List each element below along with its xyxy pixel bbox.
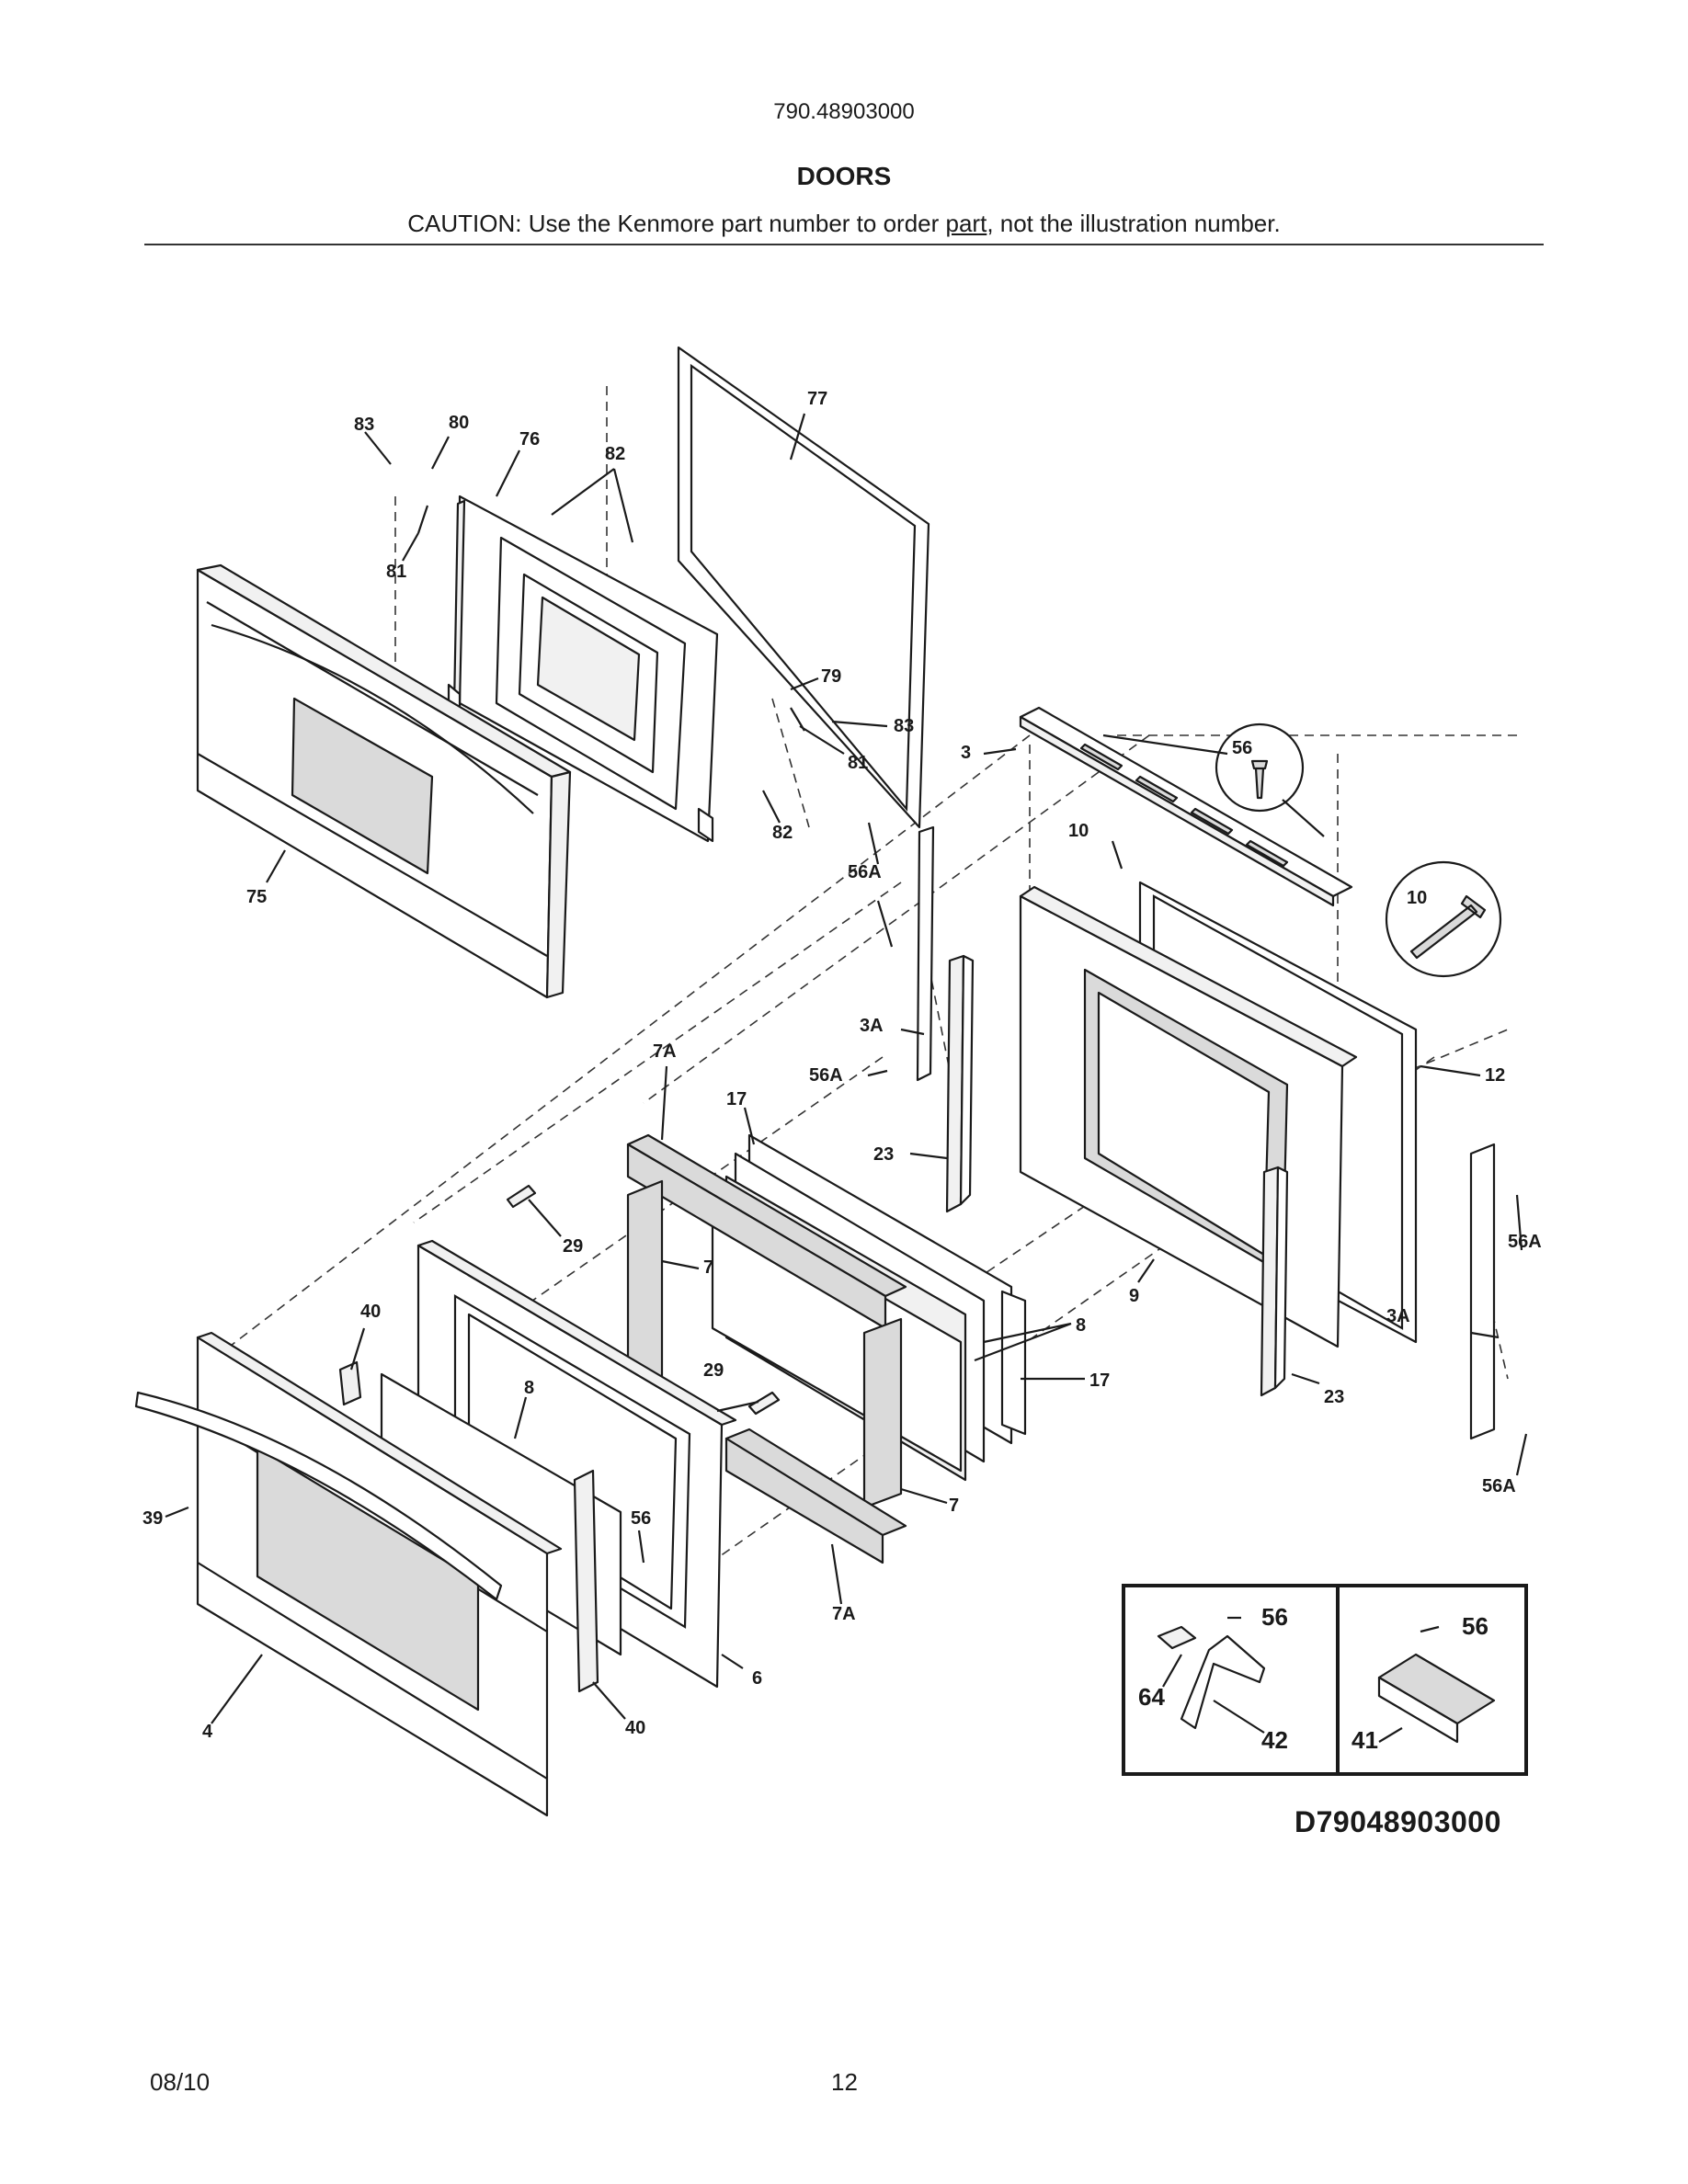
- part-3A-right-channel: [1469, 1143, 1496, 1440]
- label-8: 8: [1076, 1315, 1086, 1336]
- spring-icon: [416, 505, 429, 534]
- label-56A: 56A: [1508, 1232, 1542, 1252]
- label-40: 40: [625, 1718, 645, 1738]
- label-82: 82: [605, 444, 625, 464]
- label-3A: 3A: [1386, 1306, 1410, 1326]
- part-76-inner-door-panel: [447, 495, 719, 843]
- label-12: 12: [1485, 1065, 1505, 1086]
- label-75: 75: [246, 887, 267, 907]
- label-79: 79: [821, 666, 841, 687]
- item-labels: 83 80 76 82 77 81 79 83 81 82 75 3 56 10…: [143, 389, 1542, 1754]
- model-number: 790.48903000: [773, 99, 915, 124]
- label-6: 6: [752, 1668, 762, 1689]
- label-56: 56: [631, 1508, 651, 1529]
- section-title: DOORS: [796, 162, 892, 190]
- part-29-pin-upper: [506, 1184, 537, 1209]
- part-75-outer-door: [196, 563, 572, 999]
- label-42: 42: [1261, 1726, 1288, 1754]
- part-23-hinge-left: [945, 954, 975, 1213]
- diagram-code: D79048903000: [1295, 1805, 1501, 1838]
- label-23: 23: [873, 1144, 894, 1165]
- caution-text-end: , not the illustration number.: [987, 210, 1281, 237]
- inset-detail-41: [1336, 1584, 1528, 1776]
- part-7-insulation-right: [862, 1317, 903, 1509]
- page-number: 12: [831, 2068, 858, 2096]
- label-64: 64: [1138, 1683, 1165, 1711]
- screw-icon: [1250, 759, 1269, 800]
- label-7A: 7A: [832, 1604, 856, 1624]
- label-56: 56: [1261, 1603, 1288, 1631]
- label-3: 3: [961, 743, 971, 763]
- part-3A-left-channel: [916, 825, 935, 1082]
- label-81: 81: [386, 562, 406, 582]
- label-29: 29: [563, 1236, 583, 1257]
- label-81: 81: [848, 753, 868, 773]
- label-56: 56: [1462, 1612, 1488, 1640]
- part-6-inner-door-liner: [416, 1239, 737, 1689]
- bolt-icon: [1409, 894, 1487, 960]
- inset-detail-64-42: [1122, 1584, 1342, 1776]
- label-17: 17: [1089, 1371, 1110, 1391]
- label-56A: 56A: [809, 1065, 843, 1086]
- label-7: 7: [949, 1496, 959, 1516]
- label-83: 83: [894, 716, 914, 736]
- part-7A-lower-insulation: [724, 1428, 907, 1564]
- detail-56-screw-callout: [1215, 722, 1305, 813]
- label-8: 8: [524, 1378, 534, 1398]
- label-77: 77: [807, 389, 827, 409]
- part-77-gasket-frame: [677, 346, 930, 829]
- leader-lines: [165, 413, 1528, 1743]
- label-3A: 3A: [860, 1016, 884, 1036]
- part-9-inner-door-frame: [1019, 885, 1358, 1348]
- label-23: 23: [1324, 1387, 1344, 1407]
- label-7A: 7A: [653, 1041, 677, 1062]
- label-40: 40: [360, 1302, 381, 1322]
- label-29: 29: [703, 1360, 724, 1381]
- part-39-door-handle: [134, 1391, 503, 1601]
- part-40-bracket-upper: [338, 1360, 362, 1406]
- label-7: 7: [703, 1257, 713, 1278]
- label-39: 39: [143, 1508, 163, 1529]
- label-82: 82: [772, 823, 793, 843]
- label-80: 80: [449, 413, 469, 433]
- footer-date: 08/10: [150, 2068, 211, 2096]
- header-rule: [144, 244, 1544, 245]
- label-76: 76: [519, 429, 540, 449]
- label-10: 10: [1407, 888, 1427, 908]
- label-17: 17: [726, 1089, 747, 1109]
- part-29-pin-lower: [747, 1391, 781, 1416]
- part-3-vent-bar: [1019, 706, 1353, 907]
- part-23-hinge-right: [1260, 1166, 1289, 1397]
- label-83: 83: [354, 415, 374, 435]
- label-41: 41: [1352, 1726, 1378, 1754]
- part-40-bracket-lower: [573, 1469, 599, 1693]
- label-56A: 56A: [1482, 1476, 1516, 1496]
- detail-10-bolt-callout: [1385, 860, 1502, 978]
- caution-note: CAUTION: Use the Kenmore part number to …: [0, 210, 1688, 238]
- label-9: 9: [1129, 1286, 1139, 1306]
- label-4: 4: [202, 1722, 213, 1742]
- label-10: 10: [1068, 821, 1089, 841]
- label-56: 56: [1232, 738, 1252, 758]
- label-56A: 56A: [848, 862, 882, 882]
- caution-underlined-word: part: [945, 210, 987, 237]
- caution-text-start: CAUTION: Use the Kenmore part number to …: [407, 210, 946, 237]
